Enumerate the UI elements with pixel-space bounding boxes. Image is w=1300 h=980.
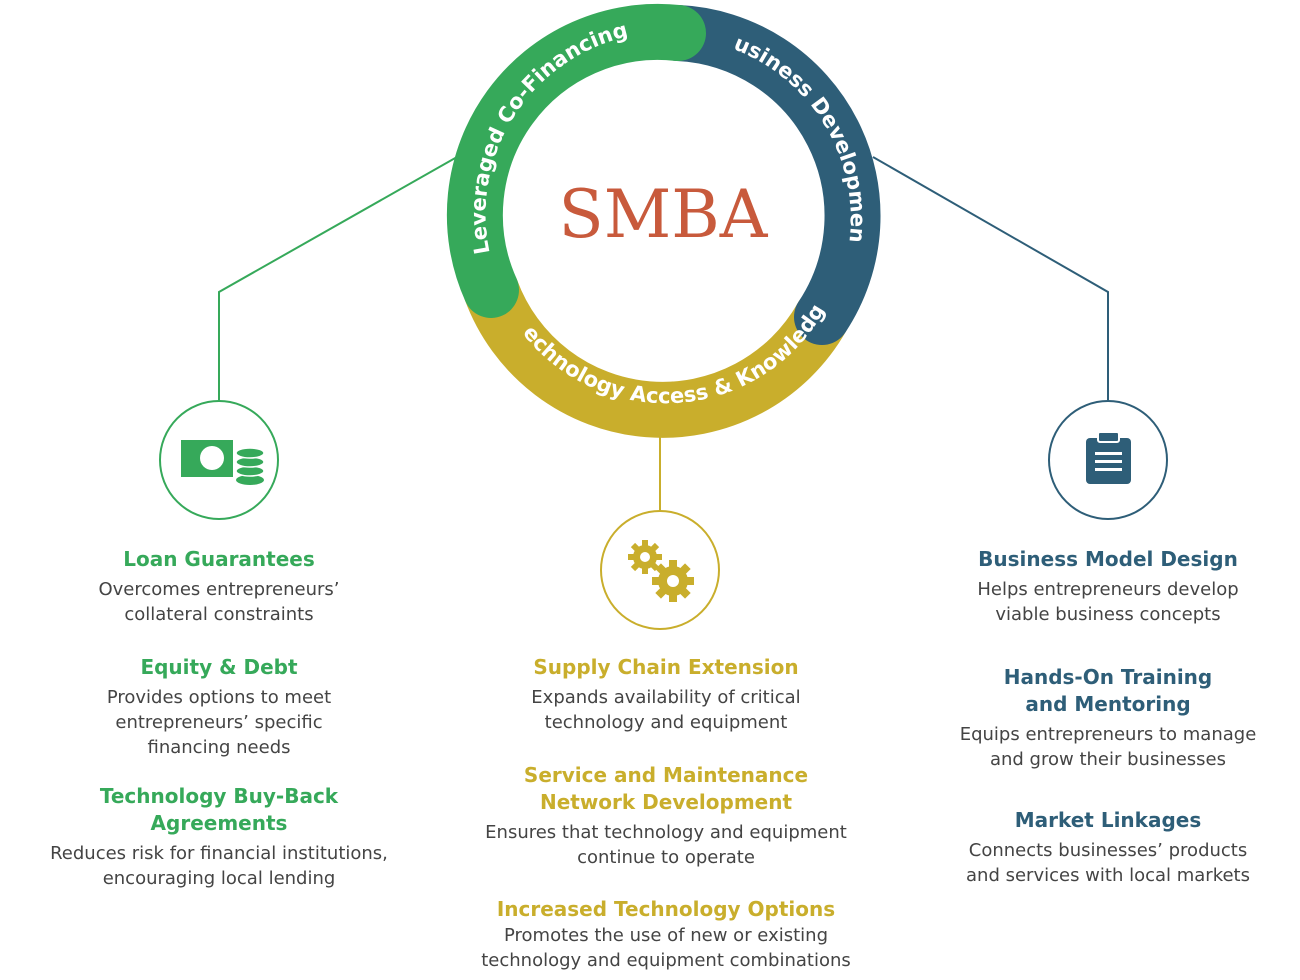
right-connector-line [872,156,1109,400]
item-description: Overcomes entrepreneurs’ collateral cons… [98,579,340,625]
item-description: Expands availability of critical technol… [531,687,801,733]
item-description: Connects businesses’ products and servic… [966,840,1250,886]
item-description: Equips entrepreneurs to manage and grow … [959,724,1257,770]
right-column: Business Model Design Helps entrepreneur… [940,546,1276,888]
left-column: Loan Guarantees Overcomes entrepreneurs’… [40,546,398,891]
item-description: Helps entrepreneurs develop viable busin… [977,579,1239,625]
business-model-item: Business Model Design Helps entrepreneur… [940,546,1276,627]
item-description: Provides options to meet entrepreneurs’ … [106,687,332,758]
ring-segment-financing [446,3,706,318]
item-description: Promotes the use of new or existing tech… [481,925,851,971]
increased-options-item: Increased Technology Options Promotes th… [470,896,862,973]
item-title: Supply Chain Extension [533,655,799,679]
item-description: Ensures that technology and equipment co… [485,822,847,868]
ring-segment-technology [463,262,850,438]
gears-icon [600,510,720,630]
supply-chain-item: Supply Chain Extension Expands availabil… [470,654,862,735]
market-linkages-item: Market Linkages Connects businesses’ pro… [940,807,1276,888]
item-title: Equity & Debt [140,655,298,679]
item-description: Reduces risk for financial institutions,… [50,843,388,889]
clipboard-icon [1048,400,1168,520]
technology-buyback-item: Technology Buy-Back Agreements Reduces r… [40,783,398,891]
training-mentoring-item: Hands-On Training and Mentoring Equips e… [940,664,1276,772]
money-coins-icon [159,400,279,520]
service-maintenance-item: Service and Maintenance Network Developm… [470,762,862,870]
item-title: Hands-On Training and Mentoring [1003,665,1213,716]
item-title: Increased Technology Options [496,897,836,921]
item-title: Loan Guarantees [123,547,315,571]
center-title: SMBA [559,176,769,253]
item-title: Market Linkages [1014,808,1202,832]
item-title: Business Model Design [978,547,1238,571]
item-title: Technology Buy-Back Agreements [99,784,339,835]
loan-guarantees-item: Loan Guarantees Overcomes entrepreneurs’… [40,546,398,627]
left-connector-line [218,156,458,400]
item-title: Service and Maintenance Network Developm… [523,763,809,814]
equity-debt-item: Equity & Debt Provides options to meet e… [40,654,398,760]
center-column: Supply Chain Extension Expands availabil… [470,654,862,973]
ring-segment-business [650,5,881,345]
